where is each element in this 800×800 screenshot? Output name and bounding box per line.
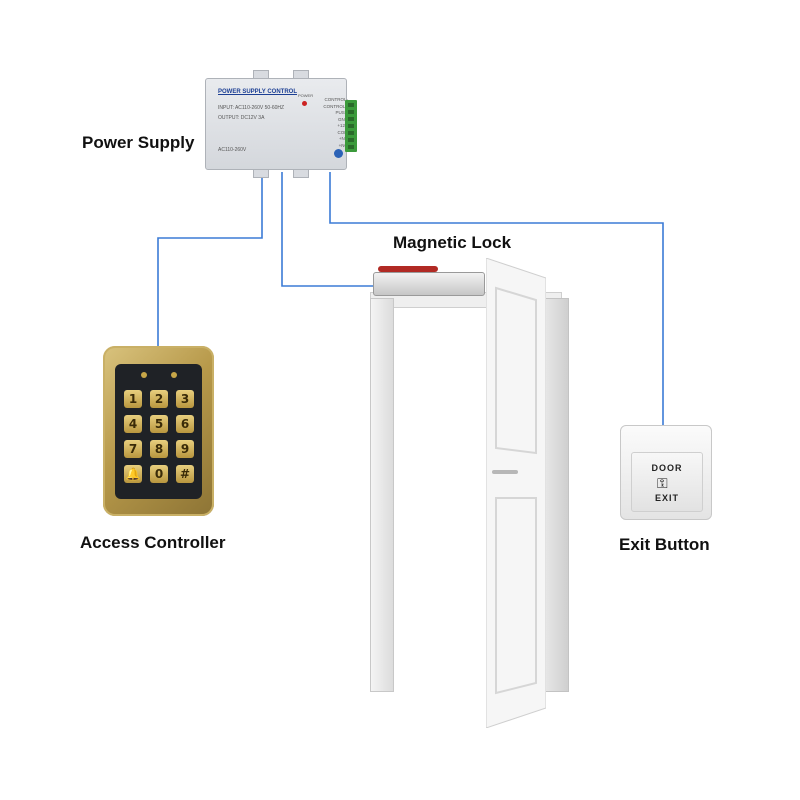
psu-terminal-labels: CONTROL- CONTROL+ PUSH GND +12V COM +NC … <box>320 97 348 149</box>
keypad-key[interactable]: 5 <box>150 415 168 433</box>
terminal-label: COM <box>337 129 349 135</box>
bell-icon[interactable]: 🔔 <box>124 465 142 483</box>
exit-exit-text: EXIT <box>654 493 679 503</box>
access-controller-label: Access Controller <box>80 533 226 552</box>
exit-button-label: Exit Button <box>619 535 710 554</box>
power-supply-unit: POWER SUPPLY CONTROL INPUT: AC110-260V 5… <box>205 70 357 178</box>
keypad-key[interactable]: 0 <box>150 465 168 483</box>
key-icon: ⚿ <box>657 475 668 491</box>
psu-led-label: POWER <box>298 93 314 98</box>
terminal-label: CONTROL+ <box>323 103 348 109</box>
keypad-key[interactable]: 1 <box>124 390 142 408</box>
door-handle <box>492 470 518 474</box>
terminal-label: +NO <box>338 142 348 148</box>
magnetic-lock-label: Magnetic Lock <box>393 233 512 252</box>
terminal-label: PUSH <box>335 110 348 115</box>
keypad-key[interactable]: 9 <box>176 440 194 458</box>
keypad-key[interactable]: 3 <box>176 390 194 408</box>
door-frame-right <box>545 298 569 692</box>
terminal-label: +12V <box>337 123 348 128</box>
keypad-key[interactable]: 6 <box>176 415 194 433</box>
psu-title: POWER SUPPLY CONTROL <box>218 89 298 95</box>
keypad-grid: 1 2 3 4 5 6 7 8 9 🔔 0 # <box>124 390 194 483</box>
keypad-key[interactable]: 8 <box>150 440 168 458</box>
indicator-led-icon <box>141 372 147 378</box>
terminal-label: GND <box>338 116 348 122</box>
magnetic-lock-device <box>373 272 485 296</box>
door <box>486 258 546 728</box>
keypad-panel: 1 2 3 4 5 6 7 8 9 🔔 0 # <box>115 364 202 499</box>
brand-logo-icon <box>334 149 343 158</box>
door-frame-left <box>370 298 394 692</box>
door-leaf <box>486 258 546 728</box>
exit-door-text: DOOR <box>651 463 683 473</box>
exit-button-face[interactable]: DOOR ⚿ EXIT <box>631 452 703 512</box>
power-supply-label: Power Supply <box>82 133 195 152</box>
wire-psu-to-keypad <box>157 172 263 346</box>
psu-input-spec: INPUT: AC110-260V 50-60HZ <box>218 105 285 111</box>
keypad-key[interactable]: 2 <box>150 390 168 408</box>
terminal-label: +NC <box>338 136 348 141</box>
psu-body: POWER SUPPLY CONTROL INPUT: AC110-260V 5… <box>205 78 348 170</box>
maglock-cable <box>378 266 438 272</box>
access-controller-keypad: 1 2 3 4 5 6 7 8 9 🔔 0 # <box>103 346 214 516</box>
indicator-led-icon <box>171 372 177 378</box>
terminal-block <box>345 100 357 152</box>
wire-psu-to-maglock <box>281 172 373 287</box>
psu-output-spec: OUTPUT: DC12V 3A <box>218 115 265 121</box>
psu-voltage-note: AC110-260V <box>218 147 247 153</box>
keypad-key[interactable]: 4 <box>124 415 142 433</box>
keypad-key[interactable]: 7 <box>124 440 142 458</box>
terminal-label: CONTROL- <box>324 97 349 102</box>
keypad-key[interactable]: # <box>176 465 194 483</box>
power-led-icon <box>302 101 307 106</box>
exit-button-device: DOOR ⚿ EXIT <box>620 425 712 520</box>
wire-psu-to-exit-button <box>329 172 664 425</box>
